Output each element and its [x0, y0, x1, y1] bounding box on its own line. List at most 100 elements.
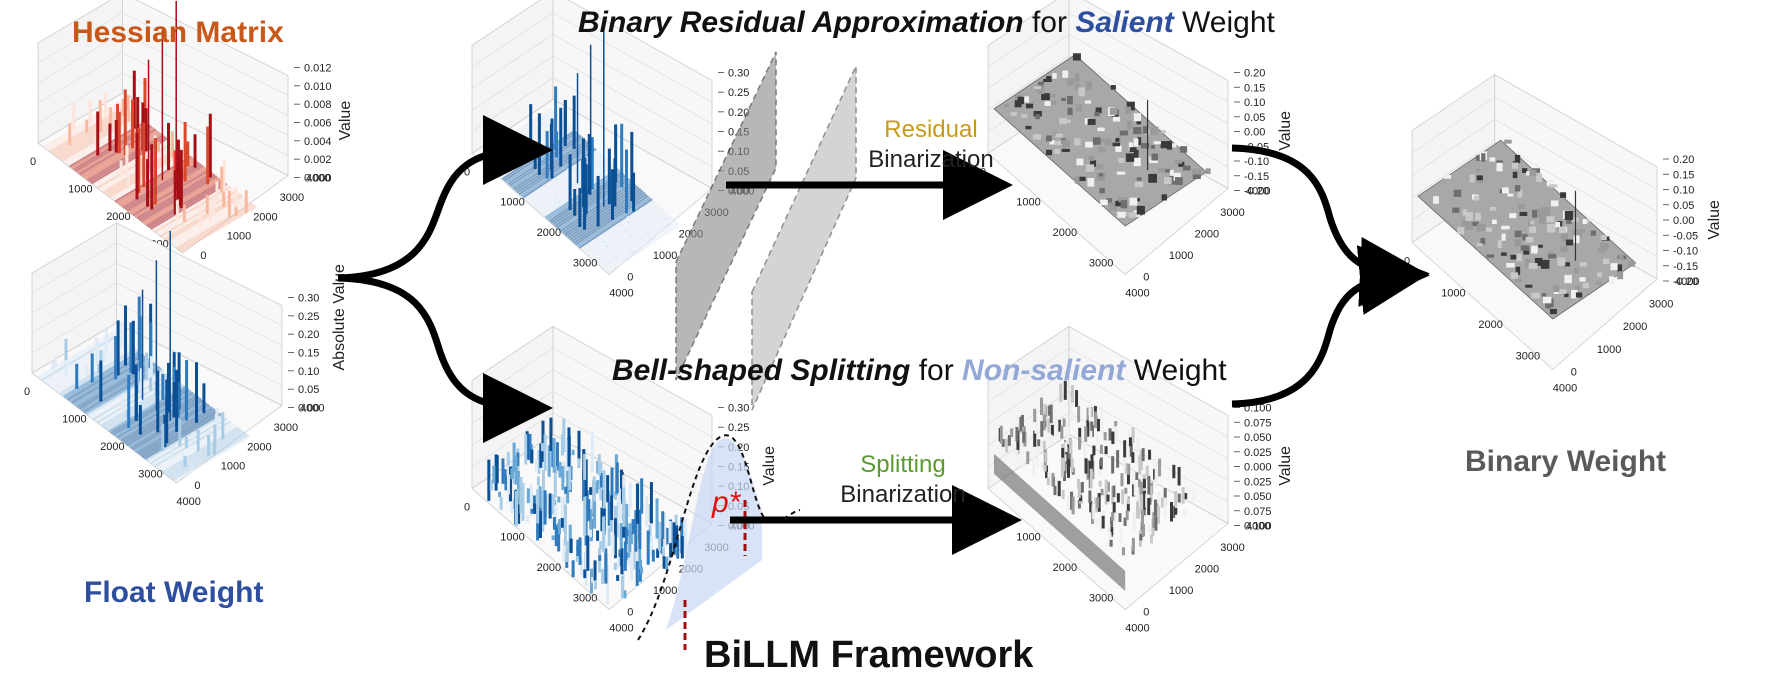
z-tick-label: 0.20: [1244, 68, 1265, 80]
x-tick-label: 1000: [500, 197, 524, 209]
plane-texture: [1115, 138, 1120, 142]
grid-line: [471, 55, 554, 111]
plane-texture: [1510, 272, 1519, 279]
plane-texture: [1180, 146, 1188, 153]
plane-texture: [1519, 211, 1528, 216]
plane-texture: [1506, 262, 1515, 268]
plane-texture: [1124, 106, 1131, 114]
plane-texture: [1546, 216, 1555, 223]
plane-texture: [1560, 192, 1567, 198]
z-tick-label: 0.25: [728, 422, 749, 434]
split-plane-2: [751, 65, 857, 411]
plane-texture: [1491, 219, 1497, 225]
z-tick-label: 0.00: [298, 403, 319, 415]
plane-texture: [1550, 200, 1559, 207]
grid-line: [552, 55, 713, 146]
data-stripe: [144, 178, 222, 226]
plane-texture: [1546, 179, 1554, 187]
plane-texture: [1096, 164, 1104, 170]
plane-texture: [1510, 254, 1519, 260]
data-stripe: [167, 196, 246, 244]
grid-line: [471, 34, 554, 89]
z-tick-label: 0.002: [304, 154, 332, 166]
z-tick-label: 0.10: [1244, 97, 1265, 109]
x-tick-label: 4000: [1125, 288, 1149, 300]
plane-texture: [1547, 254, 1557, 259]
plane-texture: [1489, 157, 1496, 162]
grid-line: [1411, 141, 1495, 199]
data-stripe: [144, 412, 222, 460]
plane-texture: [1520, 245, 1530, 251]
plane-texture: [1596, 281, 1602, 286]
data-stripe: [599, 216, 674, 268]
plane-texture: [1098, 147, 1106, 153]
plane-texture: [1540, 259, 1550, 269]
plane-texture: [1514, 185, 1521, 192]
plane-texture: [1149, 159, 1158, 164]
grid-line: [31, 262, 117, 314]
x-tick-label: 1000: [500, 532, 524, 544]
plane-texture: [1100, 199, 1108, 206]
z-tick-label: 0.012: [304, 63, 332, 75]
x-tick-label: 4000: [176, 496, 200, 508]
plane-texture: [1549, 308, 1557, 315]
plane-texture: [1542, 296, 1552, 304]
grid-line: [31, 302, 117, 354]
z-tick-label: 0.00: [1673, 215, 1694, 227]
plane-texture: [1133, 149, 1139, 159]
plane-texture: [1126, 101, 1135, 111]
x-tick-label: 2000: [1053, 562, 1077, 574]
grid-line: [552, 77, 713, 168]
grid-line: [122, 72, 289, 156]
plane-texture: [1514, 230, 1522, 238]
plane-texture: [1095, 107, 1102, 114]
plane-texture: [1097, 127, 1105, 132]
y-tick-label: 1000: [1597, 344, 1621, 356]
grid-line: [1068, 55, 1229, 146]
plane-texture: [1609, 276, 1615, 285]
plane-texture: [1486, 254, 1495, 258]
plane-texture: [1092, 137, 1101, 145]
x-tick-label: 1000: [62, 414, 86, 426]
plane-texture: [1465, 211, 1473, 221]
plane-texture: [1174, 177, 1183, 186]
grid-line: [37, 32, 123, 84]
plane-texture: [1104, 138, 1112, 146]
data-stripe: [148, 181, 226, 229]
plane-texture: [1035, 114, 1040, 120]
plane-texture: [1046, 149, 1053, 156]
overlay-layer: [337, 51, 1430, 650]
nonsalient-header-part2: for: [910, 354, 963, 387]
plane-texture: [1501, 225, 1510, 230]
plane-texture: [1546, 223, 1556, 233]
y-tick-label: 4000: [306, 173, 330, 185]
data-stripe: [593, 211, 668, 263]
plane-texture: [1522, 233, 1528, 241]
y-tick-label: 3000: [280, 192, 304, 204]
salient-header-part3: Salient: [1075, 6, 1174, 39]
grid-line: [116, 282, 283, 366]
splitting-binarization-word: Binarization: [840, 481, 966, 508]
plane-texture: [1141, 143, 1150, 149]
y-tick-label: 0: [194, 480, 200, 492]
plane-texture: [1150, 126, 1159, 135]
data-stripe: [47, 338, 125, 386]
plane-texture: [1600, 235, 1607, 241]
z-tick-label: 0.006: [304, 118, 332, 130]
plane-texture: [1175, 160, 1183, 164]
data-stripe: [563, 184, 638, 236]
z-tick-label: 0.10: [1673, 185, 1694, 197]
plane-texture: [1041, 93, 1050, 101]
plane-texture: [1173, 172, 1181, 181]
plane-texture: [1627, 261, 1635, 267]
plane-texture: [1496, 162, 1503, 172]
x-tick-label: 3000: [573, 592, 597, 604]
plane-texture: [1084, 118, 1089, 125]
plane-texture: [1501, 187, 1509, 194]
data-stripe: [173, 435, 252, 483]
residual-word: Residual: [884, 116, 978, 143]
z-tick-label: 0.000: [1244, 462, 1272, 474]
z-tick-label: 0.025: [1244, 476, 1272, 488]
data-stripe: [134, 170, 212, 218]
